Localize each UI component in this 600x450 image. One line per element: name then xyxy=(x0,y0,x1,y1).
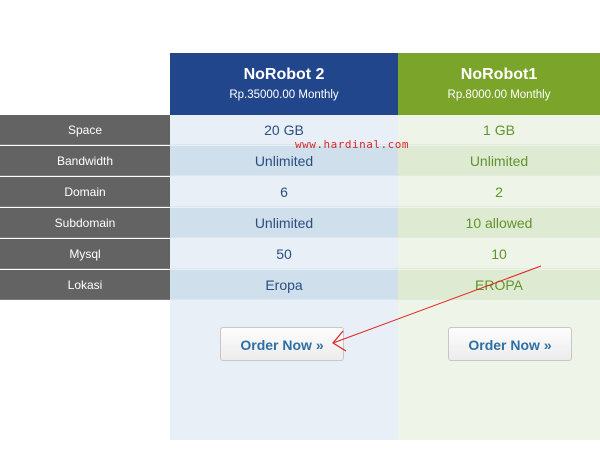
feature-label: Mysql xyxy=(0,239,170,269)
watermark: www.hardinal.com xyxy=(295,138,409,151)
feature-value-norobot1: 10 allowed xyxy=(398,208,600,238)
feature-value-norobot2: 20 GB xyxy=(170,115,398,145)
order-now-button-norobot1[interactable]: Order Now » xyxy=(448,327,572,361)
plan-name: NoRobot 2 xyxy=(243,66,325,83)
plan-price: Rp.8000.00 Monthly xyxy=(447,89,551,101)
feature-label: Space xyxy=(0,115,170,145)
feature-value-norobot2: 50 xyxy=(170,239,398,269)
feature-value-norobot2: Unlimited xyxy=(170,146,398,176)
feature-label: Lokasi xyxy=(0,270,170,300)
plan-name: NoRobot1 xyxy=(460,66,538,83)
plan-header-norobot2: NoRobot 2 Rp.35000.00 Monthly xyxy=(170,53,398,115)
feature-value-norobot1: 1 GB xyxy=(398,115,600,145)
feature-value-norobot1: 2 xyxy=(398,177,600,207)
feature-label: Subdomain xyxy=(0,208,170,238)
feature-value-norobot1: EROPA xyxy=(398,270,600,300)
feature-value-norobot2: Eropa xyxy=(170,270,398,300)
feature-label: Domain xyxy=(0,177,170,207)
feature-value-norobot2: Unlimited xyxy=(170,208,398,238)
order-now-button-norobot2[interactable]: Order Now » xyxy=(220,327,344,361)
feature-value-norobot1: 10 xyxy=(398,239,600,269)
feature-value-norobot2: 6 xyxy=(170,177,398,207)
feature-label: Bandwidth xyxy=(0,146,170,176)
plan-price: Rp.35000.00 Monthly xyxy=(229,89,339,101)
plan-header-norobot1: NoRobot1 Rp.8000.00 Monthly xyxy=(398,53,600,115)
feature-value-norobot1: Unlimited xyxy=(398,146,600,176)
